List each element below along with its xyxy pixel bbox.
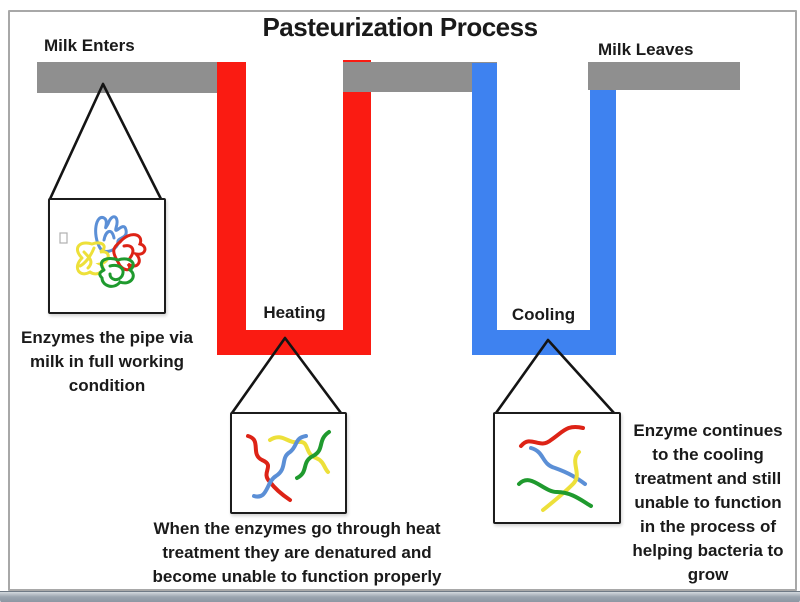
transfer-pipe [343, 62, 497, 92]
window-bottom-edge [0, 591, 800, 602]
cooling-pipe-right-segment [590, 62, 616, 355]
heating-label: Heating [263, 303, 326, 322]
cooled-enzymes-magnified-view [493, 412, 621, 524]
outlet-pipe [588, 62, 740, 90]
heating-pipe-right-segment [343, 60, 371, 355]
denatured-enzymes-magnified-view [230, 412, 347, 514]
intact-enzymes-magnified-view [48, 198, 166, 314]
cooling-label: Cooling [511, 305, 576, 324]
enzyme-strands-icon [517, 425, 593, 512]
inlet-pipe [37, 62, 217, 93]
diagram-border [8, 10, 797, 591]
milk-leaves-label: Milk Leaves [598, 40, 694, 59]
enzyme-tangle-icon [59, 215, 147, 288]
cooling-pipe-left-segment [472, 63, 497, 355]
heating-pipe-left-segment [217, 62, 246, 355]
milk-enters-label: Milk Enters [44, 36, 135, 55]
enzyme-strands-icon [246, 430, 331, 502]
diagram-title: Pasteurization Process [262, 12, 538, 42]
